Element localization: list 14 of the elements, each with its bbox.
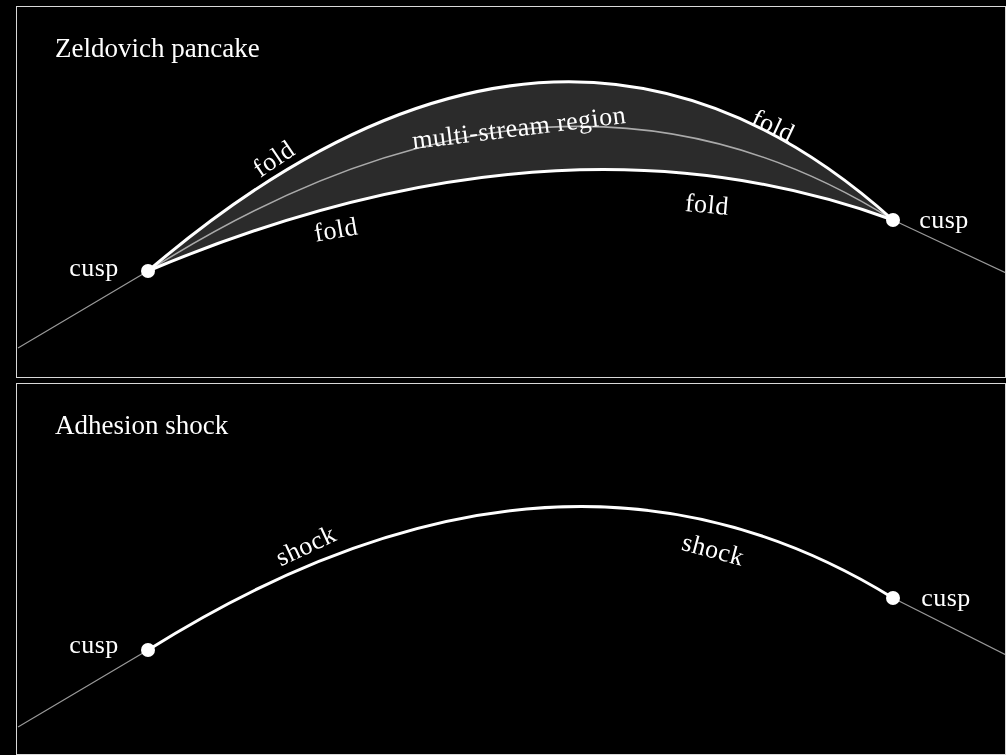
diagram-panel — [16, 6, 1006, 378]
fold-label: fold — [248, 135, 300, 183]
cusp-label: cusp — [69, 255, 119, 281]
cusp-label: cusp — [921, 585, 971, 611]
fold-label: fold — [684, 190, 730, 220]
cusp-label: cusp — [69, 632, 119, 658]
shock-label: shock — [271, 520, 341, 572]
region-label: multi-stream region — [410, 102, 628, 154]
panel-title: Zeldovich pancake — [55, 33, 260, 64]
cusp-label: cusp — [919, 207, 969, 233]
shock-label: shock — [679, 529, 747, 571]
panel-title: Adhesion shock — [55, 410, 229, 441]
diagram-panel — [16, 383, 1006, 755]
fold-label: fold — [312, 213, 360, 247]
